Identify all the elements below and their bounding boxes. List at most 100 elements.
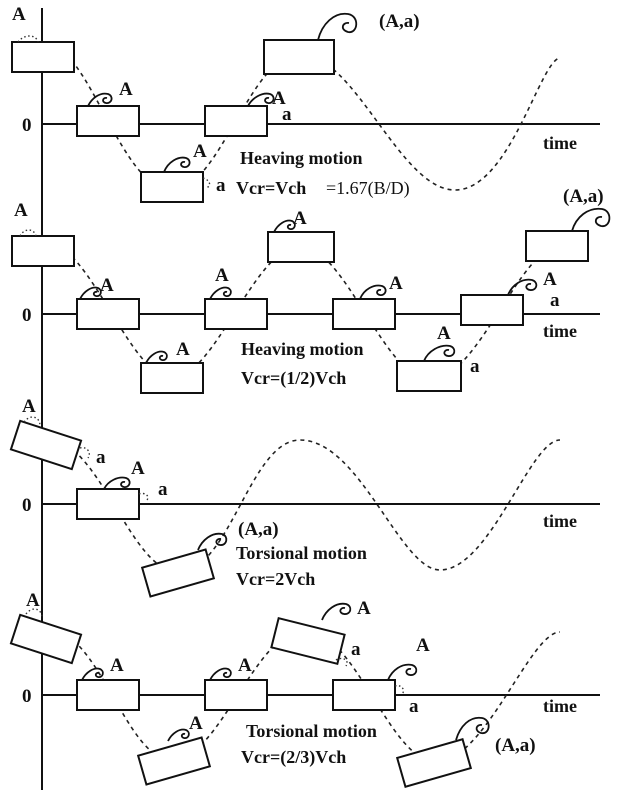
time-label-3: time [543, 511, 577, 531]
section-box [332, 679, 396, 711]
vortex-label-A: A [238, 655, 252, 676]
vortex-label-A: A [389, 273, 403, 294]
section-box [396, 360, 462, 392]
panel-heaving-2: 0 time A A A A A A A a A a (A,a) Heaving… [11, 186, 611, 394]
caption-line2: Vcr=(2/3)Vch [241, 747, 346, 768]
vortex-label-Aa: (A,a) [563, 186, 604, 207]
time-label-2: time [543, 321, 577, 341]
vortex-label-A: A [12, 4, 26, 25]
vortex-icon [81, 667, 104, 681]
section-box [525, 230, 589, 262]
vortex-dots [394, 684, 405, 695]
vortex-dots [138, 492, 149, 501]
vortex-label-a: a [216, 175, 226, 196]
vortex-dots [23, 416, 41, 427]
vortex-label-A: A [357, 598, 371, 619]
section-box [140, 171, 204, 203]
vortex-label-a: a [409, 696, 419, 717]
vortex-icon [79, 286, 102, 300]
caption-line1: Torsional motion [236, 543, 367, 563]
section-box [263, 39, 335, 75]
section-box [9, 419, 83, 471]
vortex-icon [209, 286, 232, 300]
vortex-icon [571, 207, 611, 232]
vortex-label-a: a [158, 479, 168, 500]
vortex-label-a: a [470, 356, 480, 377]
vortex-label-Aa: (A,a) [379, 11, 420, 32]
vortex-label-a: a [550, 290, 560, 311]
zero-label-1: 0 [22, 115, 32, 136]
time-label-1: time [543, 133, 577, 153]
zero-label-4: 0 [22, 686, 32, 707]
vortex-label-A: A [437, 323, 451, 344]
vortex-label-A: A [189, 713, 203, 734]
vortex-icon [317, 12, 358, 41]
time-label-4: time [543, 696, 577, 716]
section-box [332, 298, 396, 330]
vortex-icon [87, 92, 113, 107]
vortex-label-A: A [416, 635, 430, 656]
panel-torsional-4: 0 time A A A A A a A a (A,a) Torsional m… [9, 590, 600, 789]
section-box [204, 298, 268, 330]
vortex-label-A: A [14, 200, 28, 221]
vortex-icon [507, 278, 538, 296]
vortex-label-A: A [293, 208, 307, 229]
caption-line1: Torsional motion [246, 721, 377, 741]
vortex-label-A: A [272, 88, 286, 109]
vortex-label-A: A [119, 79, 133, 100]
vortex-icon [247, 92, 275, 107]
zero-label-3: 0 [22, 495, 32, 516]
section-box [204, 679, 268, 711]
section-box [76, 298, 140, 330]
vortex-icon [321, 602, 352, 621]
vortex-label-A: A [215, 265, 229, 286]
caption-line2: Vcr=2Vch [236, 569, 315, 589]
vortex-icon [273, 219, 296, 233]
caption-line2: Vcr=Vch [236, 178, 306, 198]
vortex-label-a: a [282, 104, 292, 125]
section-box [395, 737, 473, 789]
vortex-icon [167, 728, 190, 742]
vortex-icon [359, 284, 387, 300]
vortex-label-A: A [193, 141, 207, 162]
section-box [11, 235, 75, 267]
zero-label-2: 0 [22, 305, 32, 326]
vortex-icon [145, 350, 168, 364]
vortex-dots [25, 608, 43, 619]
vortex-icon [103, 476, 131, 490]
caption-line1: Heaving motion [241, 339, 364, 359]
vortex-label-A: A [543, 269, 557, 290]
vortex-label-a: a [351, 639, 361, 660]
section-box [136, 736, 212, 786]
caption-note: =1.67(B/D) [326, 178, 410, 199]
section-box [267, 231, 335, 263]
section-box [460, 294, 524, 326]
caption-line1: Heaving motion [240, 148, 363, 168]
section-box [9, 613, 83, 665]
vortex-dots [202, 177, 211, 189]
vortex-label-A: A [26, 590, 40, 611]
vortex-label-Aa: (A,a) [238, 519, 279, 540]
section-box [76, 105, 140, 137]
section-box [140, 548, 216, 598]
vortex-dots [17, 35, 39, 43]
vortex-label-A: A [110, 655, 124, 676]
vortex-icon [163, 156, 191, 173]
vortex-dots [79, 446, 90, 459]
vortex-icon [423, 344, 456, 362]
section-box [76, 488, 140, 520]
panel-torsional-3: 0 time A a A a (A,a) Torsional motion Vc… [9, 396, 600, 598]
section-box [270, 617, 346, 665]
vortex-label-Aa: (A,a) [495, 735, 536, 756]
vortex-dots [335, 657, 348, 667]
vortex-icon [387, 663, 418, 681]
vortex-icon [197, 532, 228, 551]
panel-heaving-1: 0 time A A A a A a (A,a) Heaving motion … [11, 4, 600, 203]
vortex-label-A: A [176, 339, 190, 360]
vortex-label-A: A [100, 275, 114, 296]
vortex-icon [209, 667, 232, 681]
caption-line2: Vcr=(1/2)Vch [241, 368, 346, 389]
vortex-label-A: A [131, 458, 145, 479]
vortex-icon [455, 716, 490, 741]
